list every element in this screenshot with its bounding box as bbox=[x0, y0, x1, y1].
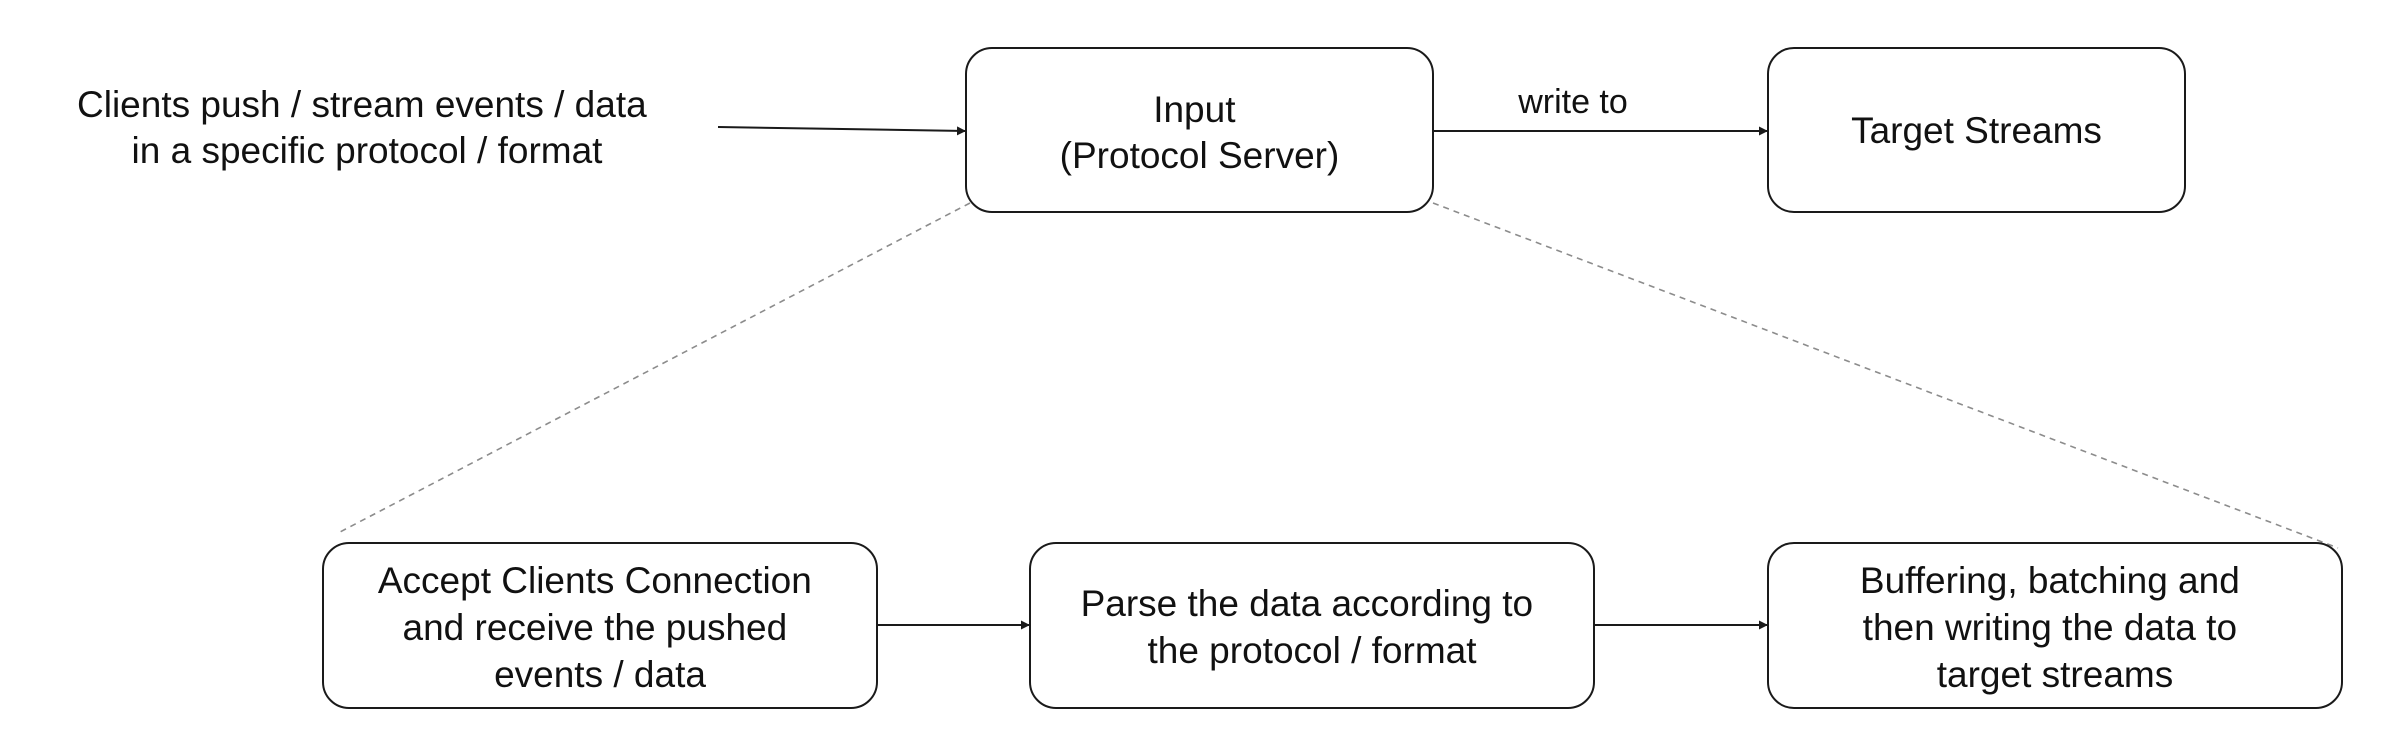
svg-text:Accept Clients Connection: Accept Clients Connection and receive th… bbox=[378, 560, 822, 695]
zoom-line-right bbox=[1432, 202, 2339, 549]
svg-text:Buffering, batching and: Buffering, batching and then writing the… bbox=[1860, 560, 2250, 695]
arrow-clients-to-input bbox=[717, 126, 967, 136]
input-protocol-server-node: Input (Protocol Server) bbox=[965, 47, 1434, 213]
zoom-line-left bbox=[339, 202, 971, 533]
svg-text:Target Streams: Target Streams bbox=[1851, 110, 2102, 151]
target-streams-node: Target Streams bbox=[1767, 47, 2186, 213]
buffering-batching-node: Buffering, batching and then writing the… bbox=[1767, 542, 2343, 709]
parse-data-node: Parse the data according to the protocol… bbox=[1029, 542, 1595, 709]
write-to-label: write to bbox=[1517, 83, 1628, 121]
svg-text:Input (Protocol Server): Input (Protocol Server) bbox=[1060, 89, 1340, 176]
accept-connection-node: Accept Clients Connection and receive th… bbox=[322, 542, 878, 709]
svg-text:Parse the data according to: Parse the data according to the protocol… bbox=[1081, 583, 1544, 671]
clients-caption: Clients push / stream events / data in a… bbox=[77, 84, 657, 171]
